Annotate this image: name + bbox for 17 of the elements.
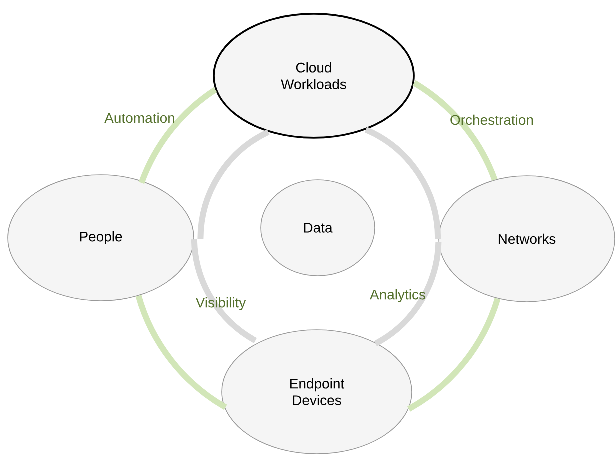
ring-arc [374, 242, 442, 346]
ring-arc [198, 130, 270, 240]
ellipse-node: Networks [438, 176, 615, 302]
ring-arc [364, 127, 442, 240]
ring-label: Automation [104, 112, 174, 124]
ring-arc [191, 239, 258, 344]
ellipse-node: Endpoint Devices [222, 330, 412, 454]
ring-label: Orchestration [450, 114, 534, 126]
ellipse-node: Data [260, 180, 376, 276]
ring-arc [407, 298, 501, 412]
ellipse-node: People [8, 174, 194, 302]
ellipse-node: Cloud Workloads [213, 13, 415, 139]
ring-label: Visibility [196, 297, 246, 311]
ring-label: Analytics [370, 289, 426, 303]
ring-arc [138, 87, 218, 184]
ring-arc [412, 80, 498, 182]
ring-arc [136, 295, 228, 410]
